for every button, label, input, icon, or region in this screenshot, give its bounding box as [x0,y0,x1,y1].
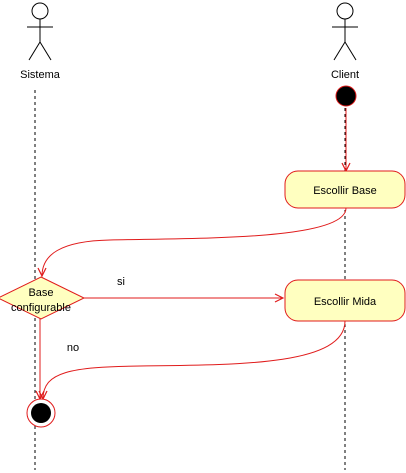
action-escollir-base-label: Escollir Base [313,185,377,197]
edge-label-si: si [117,276,125,288]
action-escollir-mida-label: Escollir Mida [314,296,377,308]
action-escollir-mida: Escollir Mida [284,279,406,322]
actor-client-icon [332,2,358,61]
lane-sistema: Sistema [20,2,61,470]
edge-escollir-mida-to-end [43,320,346,399]
actor-sistema-icon [27,2,53,61]
decision-label-line2: configurable [11,302,71,314]
edge-escollir-base-to-decision [42,207,347,276]
action-escollir-base: Escollir Base [284,170,406,209]
lane-label-client: Client [331,69,359,81]
initial-node [335,85,357,107]
edge-label-no: no [67,342,79,354]
decision-base-configurable: Base configurable [0,276,86,320]
lane-label-sistema: Sistema [20,69,61,81]
decision-label-line1: Base [28,287,53,299]
final-node [26,398,56,428]
edges [40,108,346,399]
lane-client: Client [331,2,359,470]
